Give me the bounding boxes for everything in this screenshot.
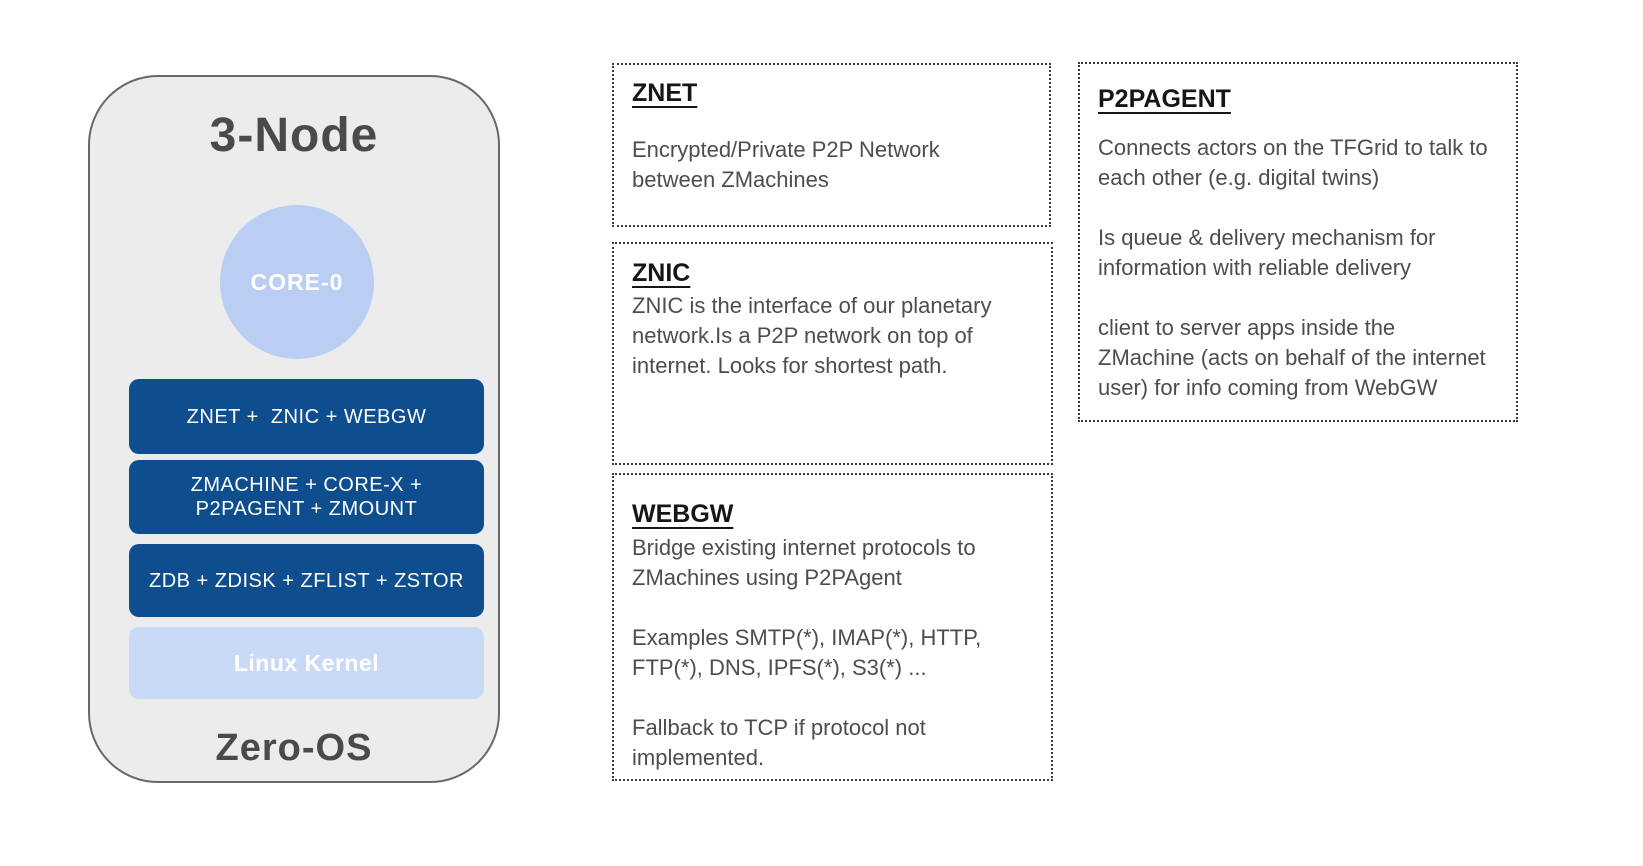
stack-box-znet-znic-webgw: ZNET + ZNIC + WEBGW [129, 379, 484, 454]
node-title: 3-Node [209, 109, 379, 162]
annotation-title-p2pagent: P2PAGENT [1098, 85, 1231, 113]
annotation-box-znic: ZNIC ZNIC is the interface of our planet… [612, 242, 1053, 465]
annotation-title-webgw: WEBGW [632, 500, 734, 528]
annotation-title-znet: ZNET [632, 79, 698, 107]
annotation-box-znet: ZNET Encrypted/Private P2P Network betwe… [612, 63, 1051, 227]
annotation-box-webgw: WEBGW Bridge existing internet protocols… [612, 473, 1053, 781]
annotation-body-webgw: Bridge existing internet protocols to ZM… [632, 535, 982, 770]
annotation-body-p2pagent: Connects actors on the TFGrid to talk to… [1098, 135, 1488, 400]
annotation-box-p2pagent: P2PAGENT Connects actors on the TFGrid t… [1078, 62, 1518, 422]
stack-box-zmachine-corex-p2pagent-zmount: ZMACHINE + CORE-X + P2PAGENT + ZMOUNT [129, 460, 484, 534]
zero-os-label: Zero-OS [215, 727, 373, 769]
stack-box-zdb-zdisk-zflist-zstor: ZDB + ZDISK + ZFLIST + ZSTOR [129, 544, 484, 617]
annotation-body-znic: ZNIC is the interface of our planetary n… [632, 293, 992, 378]
zero-os-node-panel: 3-Node CORE-0 ZNET + ZNIC + WEBGW ZMACHI… [88, 75, 500, 783]
core-0-label: CORE-0 [250, 268, 344, 295]
core-0-circle: CORE-0 [220, 205, 374, 359]
linux-kernel-box: Linux Kernel [129, 627, 484, 699]
annotation-title-znic: ZNIC [632, 259, 691, 287]
annotation-body-znet: Encrypted/Private P2P Network between ZM… [632, 137, 940, 192]
